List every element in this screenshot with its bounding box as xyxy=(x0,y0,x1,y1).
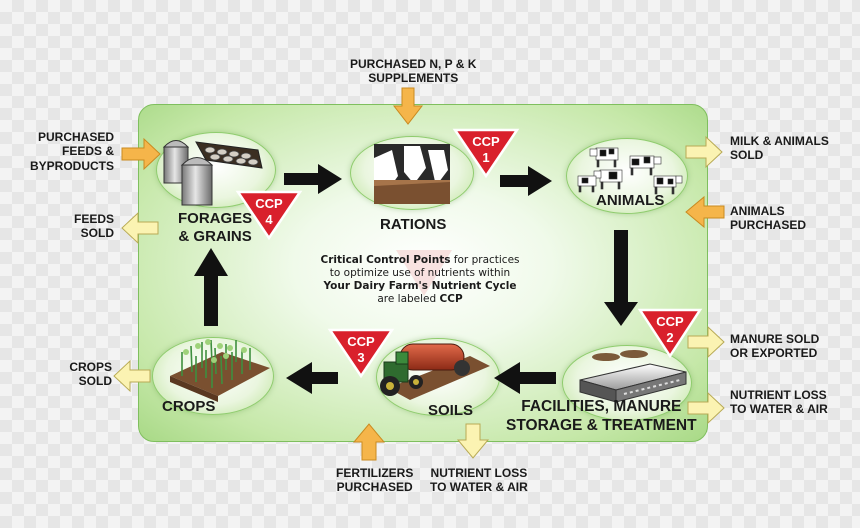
crops-label: CROPS xyxy=(162,398,216,415)
ccp-explanation-note: Critical Control Points for practices to… xyxy=(320,254,520,306)
ccp-3-label: CCP xyxy=(347,334,375,349)
arrow-crops-sold-output xyxy=(113,359,151,393)
arrow-crops-to-forages xyxy=(194,248,228,326)
arrow-feeds-input xyxy=(121,137,161,171)
feed-bunk-icon xyxy=(374,144,450,204)
arrow-facilities-to-soils xyxy=(494,362,556,394)
arrow-animals-to-facilities xyxy=(604,230,638,326)
tractor-icon xyxy=(380,343,490,400)
ccp-badge-4: CCP 4 xyxy=(235,190,303,241)
arrow-rations-to-animals xyxy=(500,166,552,196)
arrow-milk-output xyxy=(685,135,723,169)
watermark-triangle xyxy=(396,250,452,296)
ccp-1-label: CCP xyxy=(472,134,500,149)
animals-label: ANIMALS xyxy=(596,192,665,209)
ccp-4-label: CCP xyxy=(255,196,283,211)
arrow-loss-bottom-output xyxy=(456,423,490,459)
barn-icon xyxy=(579,350,687,403)
ccp-2-label: CCP xyxy=(656,314,684,329)
arrow-loss-right-output xyxy=(687,391,725,425)
note-bold-1: Critical Control Points xyxy=(320,254,451,266)
cornfield-icon xyxy=(170,339,270,402)
arrow-animals-purchased-input xyxy=(685,195,725,229)
arrow-npk-input xyxy=(392,87,424,125)
arrow-fertilizers-input xyxy=(352,423,386,461)
ccp-badge-2: CCP 2 xyxy=(637,308,703,359)
ccp-1-number: 1 xyxy=(482,150,489,165)
forages-label: FORAGES& GRAINS xyxy=(178,210,253,245)
arrow-feeds-sold-output xyxy=(121,211,159,245)
arrow-soils-to-crops xyxy=(286,362,338,394)
soils-label: SOILS xyxy=(428,402,474,419)
ccp-badge-1: CCP 1 xyxy=(452,128,520,179)
rations-label: RATIONS xyxy=(380,216,447,233)
ccp-3-number: 3 xyxy=(357,350,364,365)
ccp-2-number: 2 xyxy=(666,330,673,345)
ccp-badge-3: CCP 3 xyxy=(327,328,395,379)
silos-icon xyxy=(162,140,263,206)
arrow-forages-to-rations xyxy=(284,164,342,194)
arrow-manure-output xyxy=(687,325,725,359)
cows-icon xyxy=(577,147,683,195)
ccp-4-number: 4 xyxy=(265,212,273,227)
